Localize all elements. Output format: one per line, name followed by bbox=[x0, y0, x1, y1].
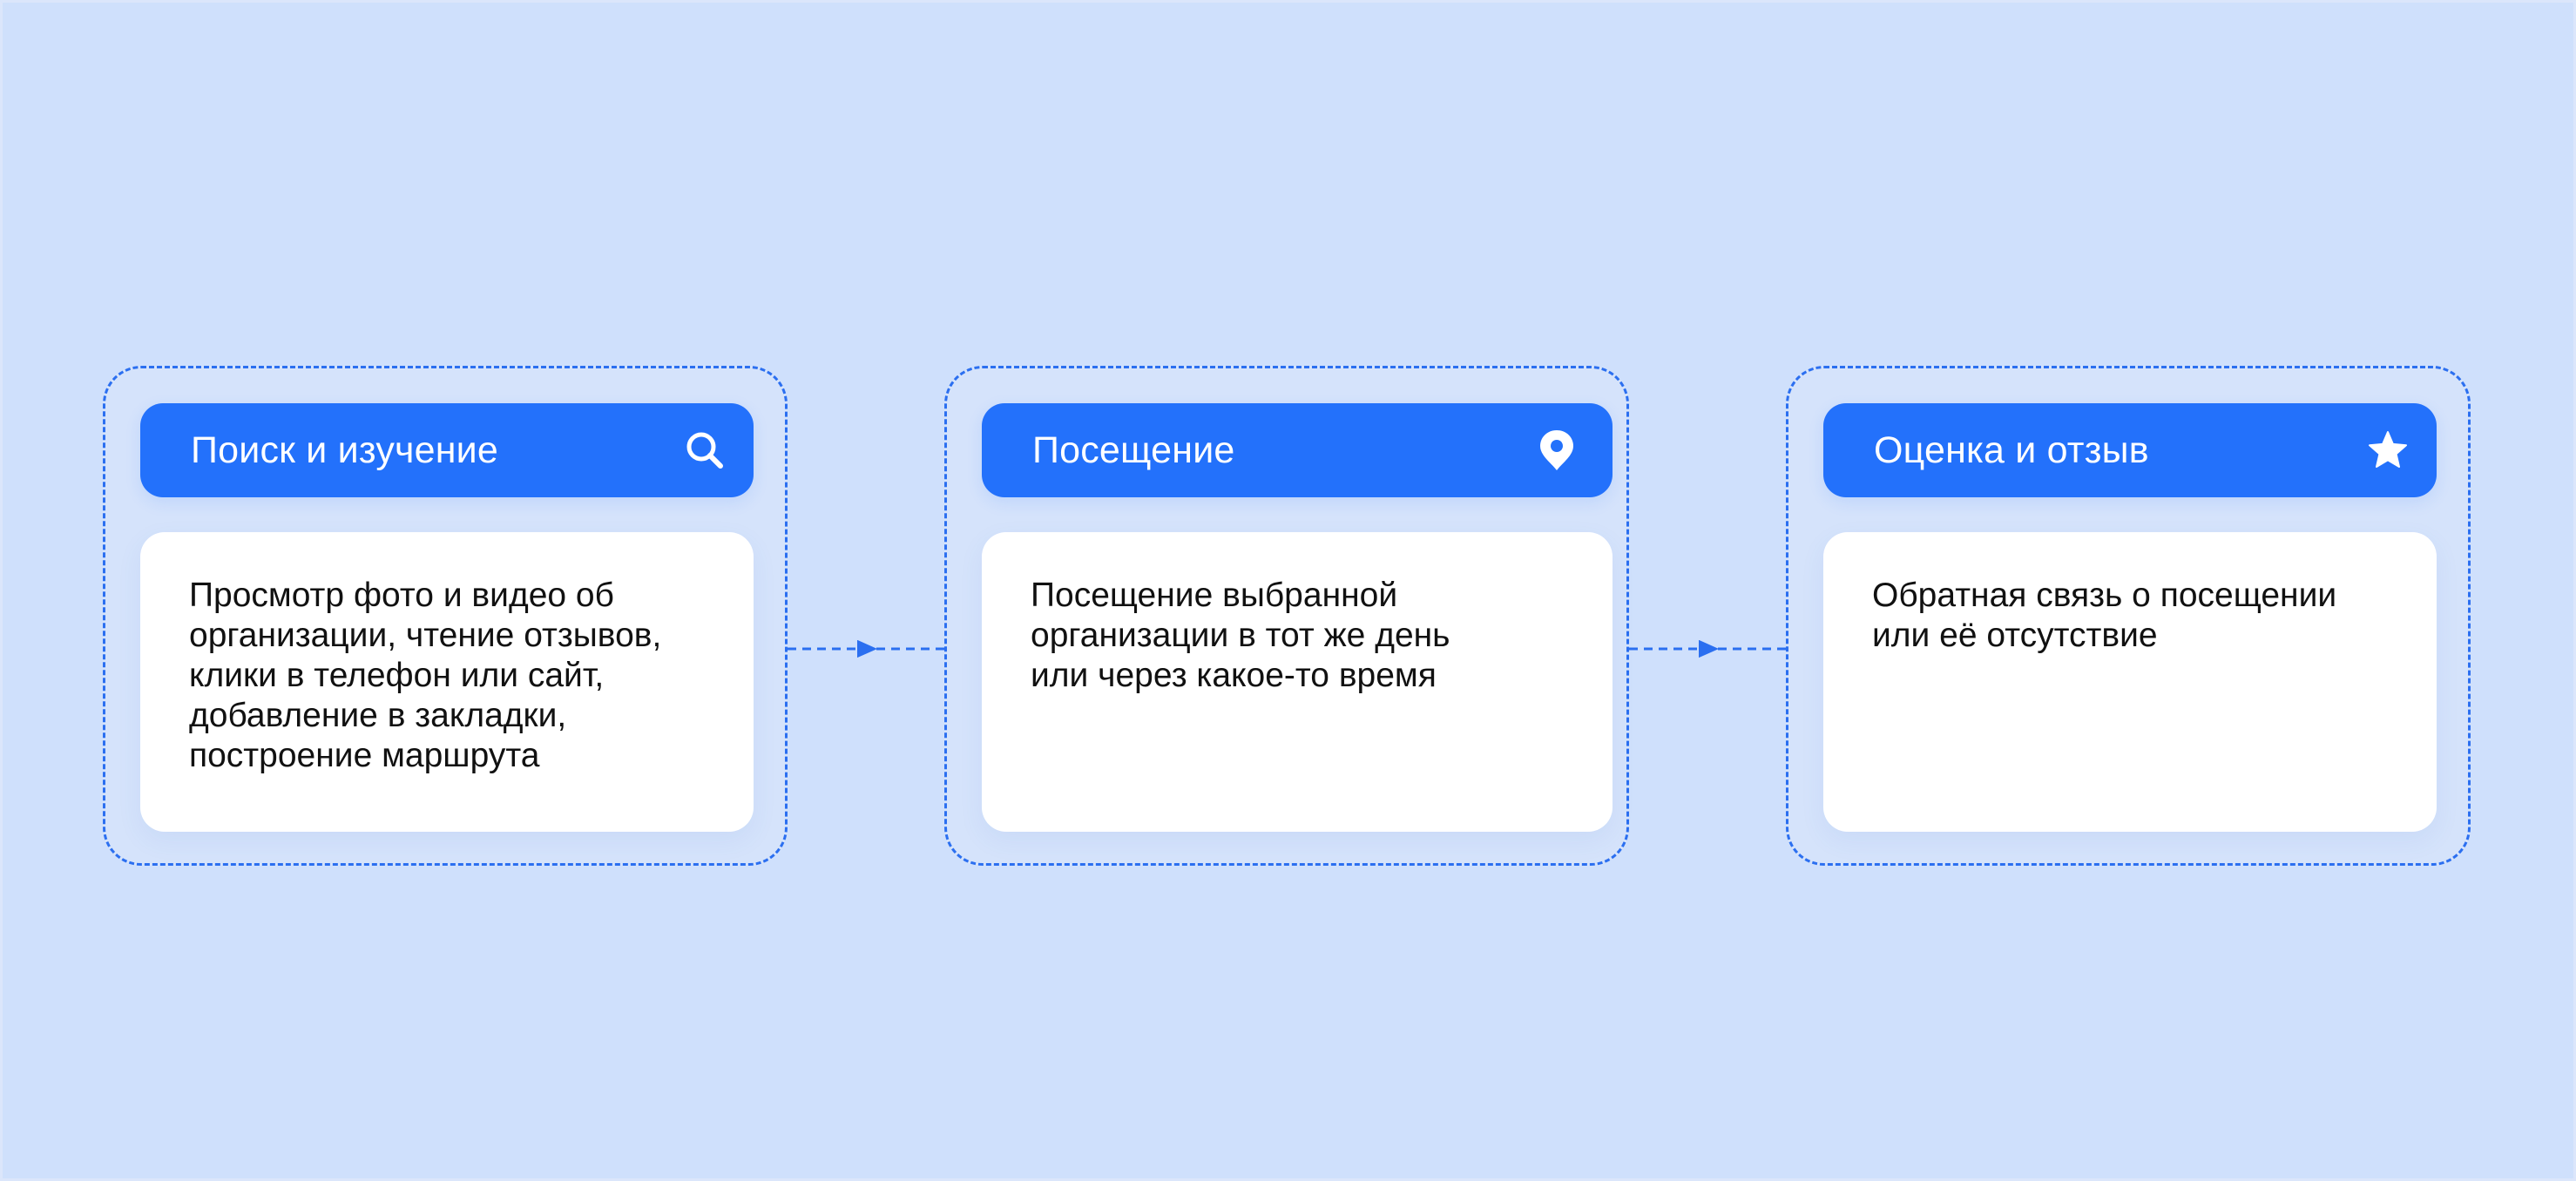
step-description: Просмотр фото и видео об организации, чт… bbox=[189, 577, 662, 774]
step-visit: Посещение Посещение выбранной организаци… bbox=[944, 366, 1629, 866]
connector-arrow bbox=[1629, 640, 1786, 658]
step-rating-and-review: Оценка и отзыв Обратная связь о посещени… bbox=[1786, 366, 2471, 866]
step-title: Посещение bbox=[1032, 429, 1235, 471]
step-description: Посещение выбранной организации в тот же… bbox=[1031, 577, 1450, 694]
step-header: Посещение bbox=[982, 403, 1613, 497]
connector-arrow bbox=[788, 640, 944, 658]
step-card: Обратная связь о посещении или её отсутс… bbox=[1823, 532, 2437, 832]
step-card: Посещение выбранной организации в тот же… bbox=[982, 532, 1613, 832]
star-icon bbox=[2367, 429, 2409, 471]
step-search-and-explore: Поиск и изучение Просмотр фото и видео о… bbox=[103, 366, 788, 866]
step-title: Оценка и отзыв bbox=[1874, 429, 2149, 471]
step-header: Оценка и отзыв bbox=[1823, 403, 2437, 497]
search-icon bbox=[684, 429, 726, 471]
step-card: Просмотр фото и видео об организации, чт… bbox=[140, 532, 754, 832]
step-title: Поиск и изучение bbox=[191, 429, 499, 471]
step-description: Обратная связь о посещении или её отсутс… bbox=[1872, 577, 2337, 654]
location-pin-icon bbox=[1536, 429, 1578, 471]
step-header: Поиск и изучение bbox=[140, 403, 754, 497]
